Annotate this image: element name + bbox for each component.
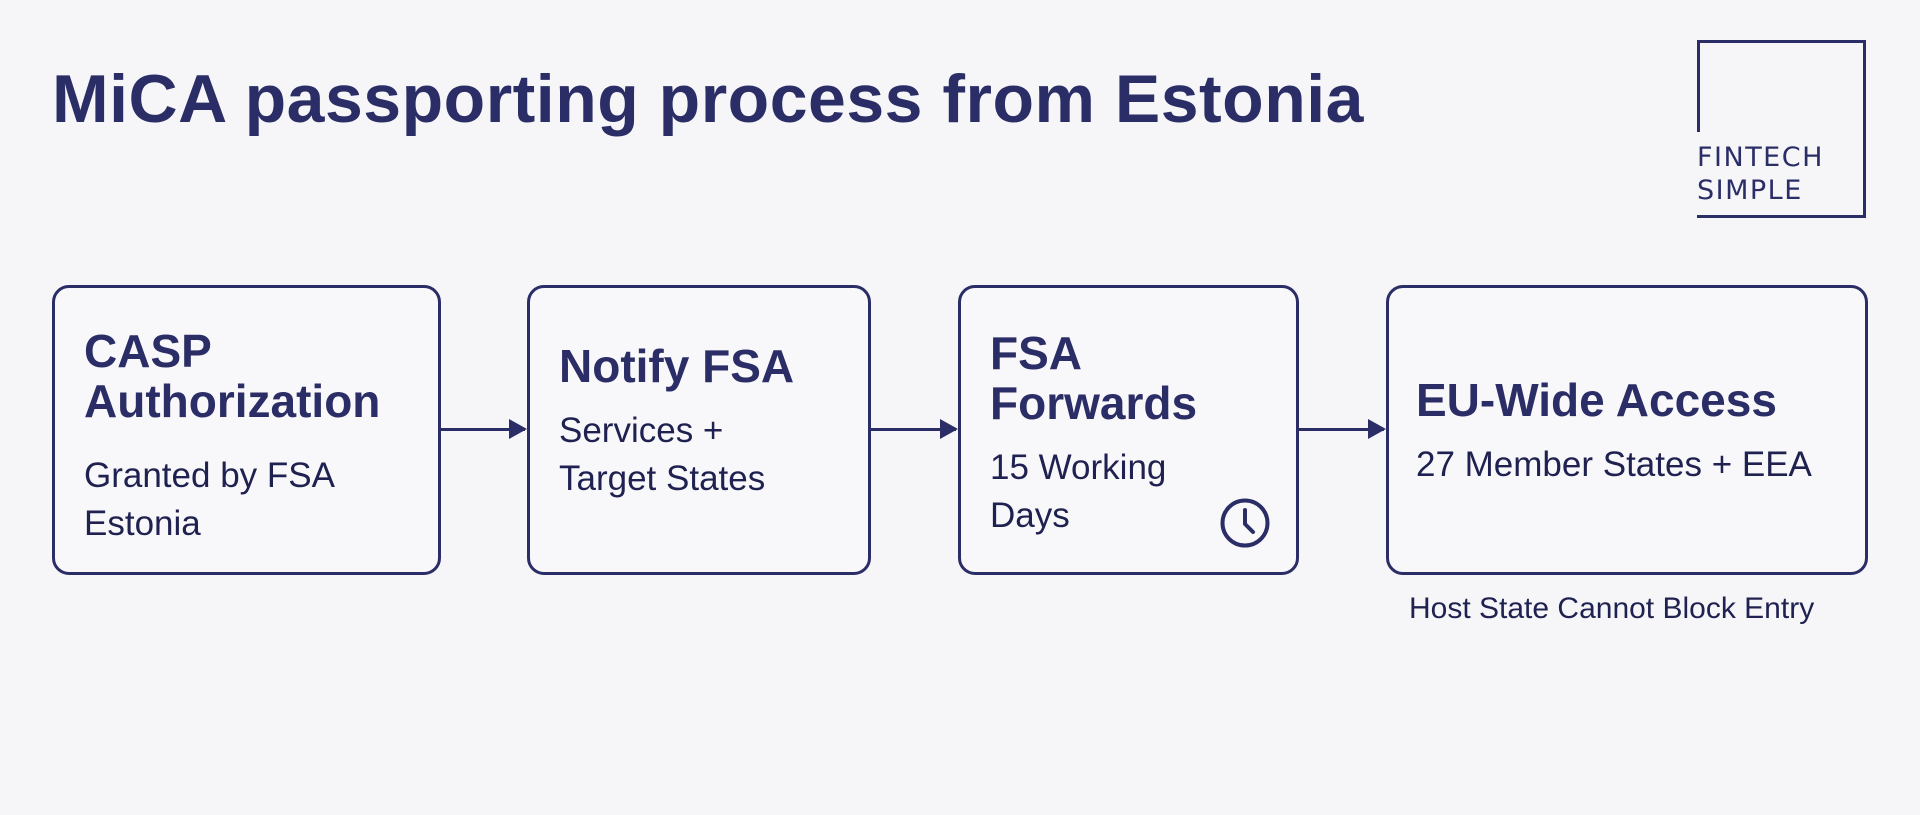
step-casp-authorization: CASP Authorization Granted by FSA Estoni… [52,285,441,575]
step-subtitle: Services + Target States [559,407,765,503]
step-title-line: Forwards [990,377,1198,429]
host-state-note: Host State Cannot Block Entry [1409,592,1815,625]
step-subtitle-line: Granted by FSA [84,456,335,495]
step-title: EU-Wide Access [1416,375,1777,425]
logo-frame-stub [1697,40,1700,132]
step-subtitle: Granted by FSA Estonia [84,452,335,548]
step-eu-wide-access: EU-Wide Access 27 Member States + EEA [1386,285,1868,575]
step-title-line: FSA [990,327,1082,379]
flow-arrow [441,419,527,439]
step-subtitle: 15 Working Days [990,444,1166,540]
step-fsa-forwards: FSA Forwards 15 Working Days [958,285,1299,575]
step-title: CASP Authorization [84,326,380,426]
flow-arrow [1299,419,1386,439]
step-subtitle-line: Services + [559,411,724,450]
step-title-line: Authorization [84,375,381,427]
step-title: Notify FSA [559,341,794,391]
step-title-line: CASP [84,325,212,377]
logo-line-1: FINTECH [1697,142,1824,173]
page-title: MiCA passporting process from Estonia [52,61,1364,137]
clock-icon [1220,498,1270,548]
step-subtitle: 27 Member States + EEA [1416,441,1812,489]
step-subtitle-line: Estonia [84,504,201,543]
logo-line-2: SIMPLE [1697,175,1803,206]
step-subtitle-line: 27 Member States + EEA [1416,445,1812,484]
logo-frame [1697,40,1866,218]
step-title-line: EU-Wide Access [1416,374,1777,426]
step-subtitle-line: Target States [559,459,766,498]
step-subtitle-line: Days [990,496,1070,535]
step-title-line: Notify FSA [559,340,795,392]
step-title: FSA Forwards [990,328,1197,428]
flow-arrow [871,419,958,439]
step-notify-fsa: Notify FSA Services + Target States [527,285,871,575]
logo: FINTECH SIMPLE [1697,141,1824,207]
step-subtitle-line: 15 Working [990,448,1167,487]
